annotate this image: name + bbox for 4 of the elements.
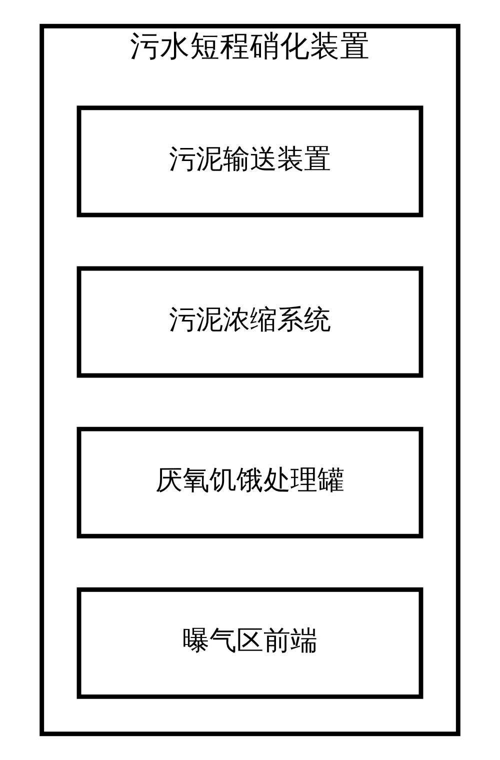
node-box: 污泥输送装置 xyxy=(76,106,424,218)
node-box: 曝气区前端 xyxy=(76,587,424,699)
node-box: 污泥浓缩系统 xyxy=(76,266,424,378)
node-box: 厌氧饥饿处理罐 xyxy=(76,426,424,538)
